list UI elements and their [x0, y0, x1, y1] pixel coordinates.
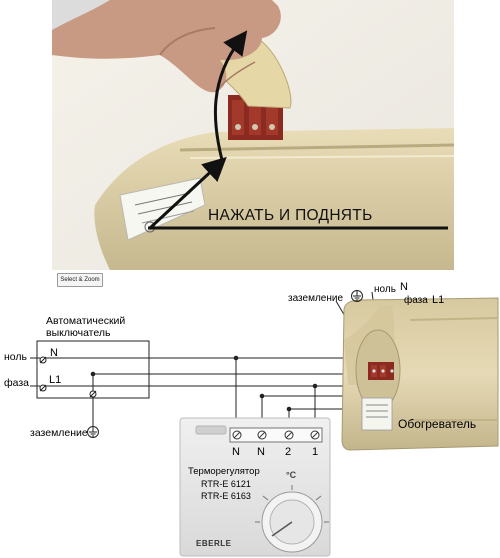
breaker-title-line1: Автоматический	[46, 315, 125, 327]
heater-body-photo	[94, 128, 454, 270]
thermostat-terminal-strip	[229, 427, 323, 443]
junction-dot	[286, 406, 292, 412]
junction-dot	[90, 371, 96, 377]
thermostat-terminal-1: 1	[312, 446, 318, 458]
breaker-terminal-l1: L1	[49, 374, 61, 386]
thermostat-dial[interactable]	[255, 485, 329, 553]
thermostat: N N 2 1 Терморегулятор RTR-E 6121 RTR-E …	[179, 417, 331, 557]
breaker-terminal-n: N	[50, 347, 58, 359]
circuit-breaker: Автоматический выключатель N L1	[36, 315, 150, 399]
heater-phase-letter: L1	[432, 294, 444, 306]
terminal-block-photo	[228, 95, 283, 140]
thermostat-terminal-n1: N	[232, 446, 240, 458]
junction-dot	[259, 393, 265, 399]
photo-caption: НАЖАТЬ И ПОДНЯТЬ	[208, 207, 373, 224]
supply-phase-label: фаза	[4, 377, 29, 389]
heater-neutral-label: ноль	[374, 284, 396, 295]
lift-arrow	[213, 30, 248, 161]
thermostat-brand: EBERLE	[196, 539, 232, 548]
thermostat-terminal-n2: N	[257, 446, 265, 458]
supply-neutral-label: ноль	[4, 351, 28, 363]
thermostat-terminal-screws	[232, 430, 320, 440]
heater-phase-label: фаза	[404, 294, 428, 306]
thermostat-terminal-2: 2	[285, 446, 291, 458]
heater-name: Обогреватель	[398, 417, 476, 431]
breaker-title-line2: выключатель	[46, 327, 111, 339]
installation-photo: НАЖАТЬ И ПОДНЯТЬ	[52, 0, 455, 270]
ground-terminal	[89, 390, 97, 398]
heater-illustration	[341, 297, 499, 451]
heater-neutral-letter: N	[400, 281, 408, 293]
supply-ground-label: заземление	[30, 427, 88, 439]
thermostat-unit: °C	[286, 470, 297, 480]
heater-ground-icon	[351, 290, 363, 302]
heater-ground-label: заземление	[288, 293, 343, 304]
junction-dot	[233, 355, 239, 361]
junction-dot	[312, 383, 318, 389]
thermostat-title: Терморегулятор	[188, 466, 260, 477]
ground-icon	[87, 426, 99, 438]
thermostat-model-1: RTR-E 6121	[201, 479, 251, 489]
thermostat-model-2: RTR-E 6163	[201, 491, 251, 501]
select-zoom-button[interactable]: Select & Zoom	[57, 273, 103, 287]
press-arrow	[148, 156, 227, 230]
